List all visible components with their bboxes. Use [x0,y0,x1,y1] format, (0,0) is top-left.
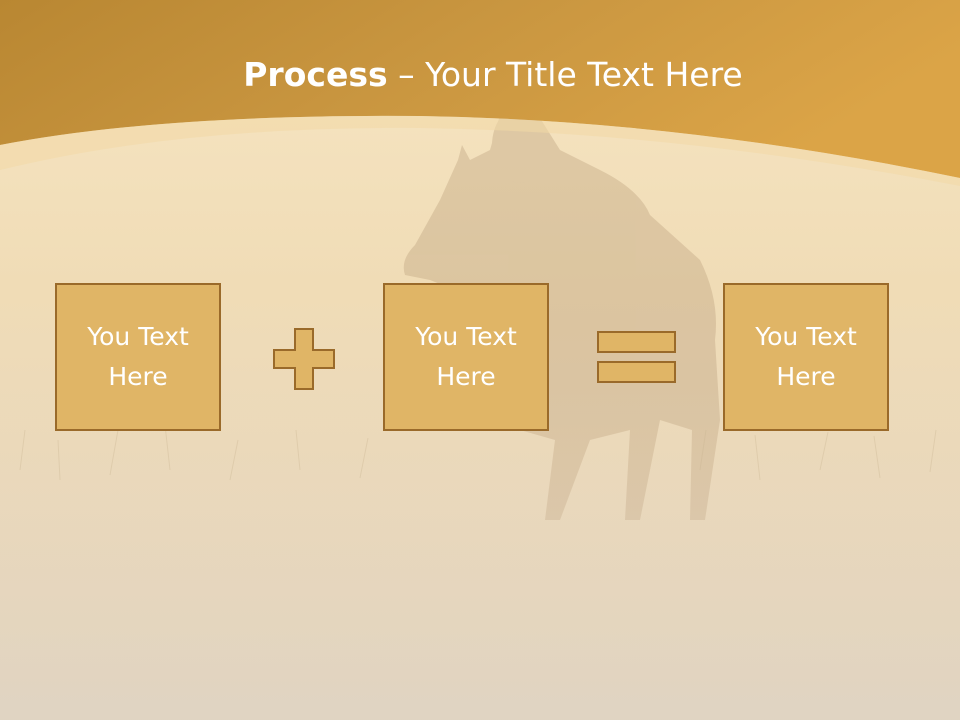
process-box-3-text: You Text Here [755,322,857,391]
process-box-2-text: You Text Here [415,322,517,391]
equals-icon [597,331,676,383]
header-swoosh [0,115,960,186]
header-band [0,0,960,178]
title-bold: Process [243,55,388,94]
process-box-1-text: You Text Here [87,322,189,391]
plus-icon [273,328,335,390]
title-rest: – Your Title Text Here [387,55,743,94]
slide-title: Process – Your Title Text Here [0,52,960,98]
process-box-3[interactable]: You Text Here [723,283,889,431]
process-box-1[interactable]: You Text Here [55,283,221,431]
grass [19,424,937,481]
process-box-2[interactable]: You Text Here [383,283,549,431]
